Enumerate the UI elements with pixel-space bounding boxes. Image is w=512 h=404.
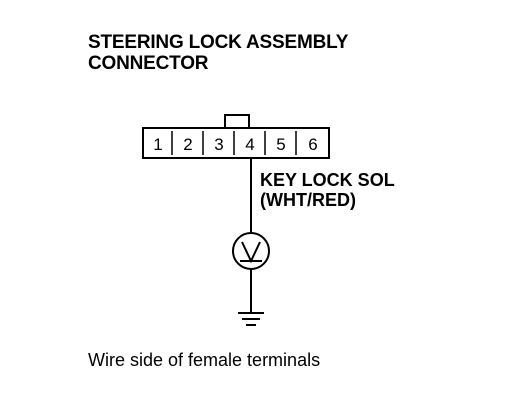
voltmeter-icon <box>232 232 270 270</box>
wire-label: KEY LOCK SOL (WHT/RED) <box>260 170 395 210</box>
diagram-title: STEERING LOCK ASSEMBLY CONNECTOR <box>88 32 348 74</box>
pin-6-label: 6 <box>308 135 317 154</box>
pin-5-label: 5 <box>276 135 285 154</box>
connector-pins: 1 2 3 4 5 6 <box>153 131 318 155</box>
wire-color: (WHT/RED) <box>260 190 356 210</box>
pin-3-label: 3 <box>214 135 223 154</box>
connector-lock-tab <box>224 114 250 130</box>
connector-body <box>142 127 330 159</box>
title-line-2: CONNECTOR <box>88 53 209 74</box>
title-line-1: STEERING LOCK ASSEMBLY <box>88 32 349 53</box>
wire-name: KEY LOCK SOL <box>260 170 395 190</box>
pin-4-label: 4 <box>245 135 254 154</box>
pin-1-label: 1 <box>153 135 162 154</box>
ground-icon <box>238 312 264 326</box>
pin-2-label: 2 <box>183 135 192 154</box>
diagram-caption: Wire side of female terminals <box>88 350 321 370</box>
